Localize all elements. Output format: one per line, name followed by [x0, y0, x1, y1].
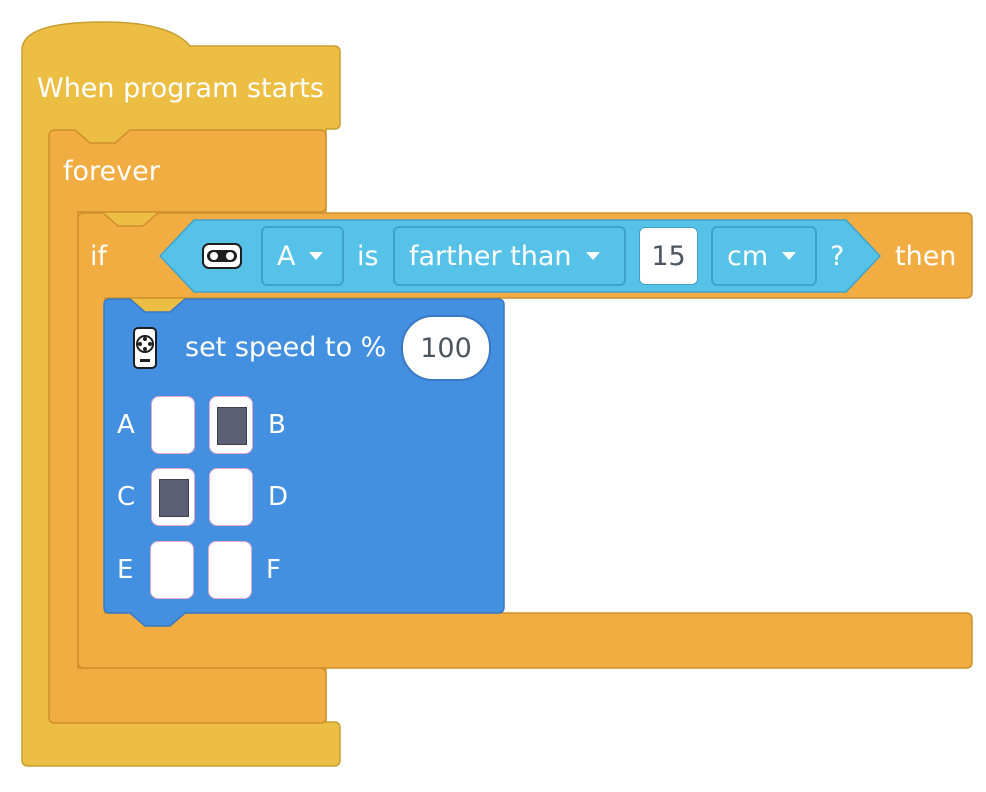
motor-icon: [133, 327, 157, 369]
port-e-toggle[interactable]: [150, 541, 194, 599]
question-mark-label: ?: [830, 241, 845, 272]
event-label: When program starts: [37, 73, 324, 104]
port-f-toggle[interactable]: [208, 541, 252, 599]
port-label-b: B: [268, 410, 286, 440]
port-label-a: A: [117, 410, 135, 440]
then-label: then: [895, 241, 957, 272]
comparison-dropdown-value: farther than: [409, 240, 572, 272]
distance-sensor-icon: [202, 243, 242, 269]
port-label-d: D: [268, 482, 289, 512]
set-speed-block[interactable]: [103, 298, 505, 627]
distance-value-input[interactable]: 15: [639, 227, 698, 285]
unit-dropdown-value: cm: [727, 240, 769, 272]
port-b-toggle[interactable]: [209, 396, 253, 454]
speed-value-input[interactable]: 100: [401, 315, 491, 381]
forever-block[interactable]: [48, 129, 327, 724]
forever-label: forever: [63, 156, 160, 187]
chevron-down-icon: [782, 252, 797, 260]
is-label: is: [357, 241, 379, 272]
port-label-c: C: [117, 482, 136, 512]
chevron-down-icon: [585, 252, 600, 260]
port-label-e: E: [117, 555, 134, 585]
port-dropdown-value: A: [277, 240, 296, 272]
port-d-toggle[interactable]: [209, 468, 253, 526]
comparison-dropdown[interactable]: farther than: [393, 226, 626, 286]
chevron-down-icon: [309, 252, 324, 260]
set-speed-label: set speed to %: [185, 332, 387, 363]
unit-dropdown[interactable]: cm: [711, 226, 817, 286]
port-dropdown[interactable]: A: [261, 226, 344, 286]
port-c-toggle[interactable]: [151, 468, 195, 526]
port-a-toggle[interactable]: [151, 396, 195, 454]
port-label-f: F: [266, 555, 281, 585]
if-label: if: [90, 241, 108, 272]
